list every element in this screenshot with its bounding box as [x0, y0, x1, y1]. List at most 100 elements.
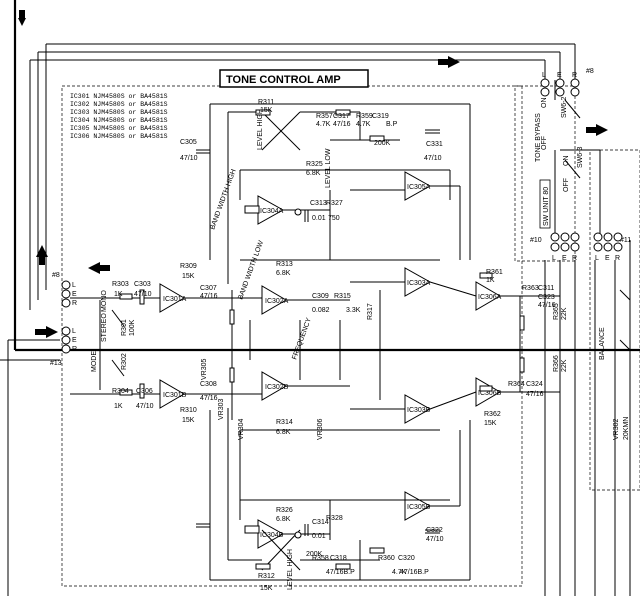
part-label: 15K: [484, 420, 497, 427]
part-label: R326: [276, 507, 293, 514]
arrow-down-icon: [18, 18, 26, 26]
part-label: 47/10: [180, 155, 198, 162]
part-label: 47/10: [426, 536, 444, 543]
part-label: R309: [180, 263, 197, 270]
ic-list-line: IC303 NJM4580S or BA4581S: [70, 109, 168, 116]
terminal-label: R: [615, 255, 620, 262]
part-label: 15K: [182, 417, 195, 424]
part-label: 47/16: [333, 121, 351, 128]
part-label: 6.8K: [276, 516, 291, 523]
part-label: 47/16: [526, 391, 544, 398]
part-label: VR303: [218, 398, 225, 420]
sw-label: SW6-2: [561, 97, 568, 119]
terminal-label: L: [542, 72, 546, 79]
terminal-label: L: [595, 255, 599, 262]
ic-label: IC303A: [407, 280, 431, 287]
part-label: R312: [258, 573, 275, 580]
connector-label: #8: [586, 68, 594, 75]
part-label: C306: [136, 388, 153, 395]
ic-label: IC302B: [265, 384, 289, 391]
part-label: BAND WIDTH HIGH: [209, 168, 237, 230]
ic-list-line: IC304 NJM4580S or BA4581S: [70, 117, 168, 124]
part-label: C331: [426, 141, 443, 148]
part-label: R360: [378, 555, 395, 562]
ic-label: IC306A: [478, 294, 502, 301]
part-label: 100K: [129, 319, 136, 336]
part-label: 6.8K: [276, 270, 291, 277]
mode-switch: MONO STEREO MODE: [91, 290, 125, 390]
tone-bypass-label: TONE BYPASS: [535, 113, 542, 162]
ic-label: IC301B: [163, 392, 187, 399]
connector-label: #11: [620, 237, 631, 244]
terminal-label: E: [605, 255, 610, 262]
mode-label: MODE: [91, 351, 98, 372]
part-label: 1K: [486, 277, 495, 284]
part-label: R359: [356, 113, 373, 120]
title-box: TONE CONTROL AMP: [219, 69, 369, 88]
part-label: LEVEL HIGH: [287, 549, 294, 590]
mono-label: MONO: [101, 290, 108, 312]
part-label: B.P: [386, 121, 398, 128]
part-label: C319: [372, 113, 389, 120]
part-label: 47/16: [538, 302, 556, 309]
part-label: R358: [312, 555, 329, 562]
part-label: 200K: [306, 551, 323, 558]
part-label: 47/16: [200, 395, 218, 402]
ic-label: IC304B: [260, 532, 284, 539]
part-label: C323: [538, 294, 555, 301]
part-label: C313: [310, 200, 327, 207]
circuit-wires: [70, 80, 631, 596]
part-label: R325: [306, 161, 323, 168]
part-label: 750: [328, 215, 340, 222]
terminal-label: E: [557, 72, 562, 79]
part-label: R365: [553, 303, 560, 320]
opamp-ic305b: [404, 491, 432, 521]
part-label: VR305: [201, 358, 208, 380]
part-label: R328: [326, 515, 343, 522]
part-label: 0.01: [312, 533, 326, 540]
switch-unit: #8 L E R SW6-2 SW6-3 ON OFF ON OFF TONE …: [530, 68, 631, 360]
ic-list-line: IC301 NJM4580S or BA4581S: [70, 93, 168, 100]
part-label: 47/10: [136, 403, 154, 410]
part-label: 6.8K: [306, 170, 321, 177]
part-label: 47/10: [134, 291, 152, 298]
part-label: 15K: [260, 107, 273, 114]
ic-label: IC302A: [265, 298, 289, 305]
part-label: 15K: [182, 273, 195, 280]
terminal-label: R: [572, 255, 577, 262]
part-label: R311: [258, 99, 274, 106]
arrow-right-icon: [448, 56, 460, 68]
terminal-label: E: [72, 291, 77, 298]
part-label: C305: [180, 139, 197, 146]
part-label: C320: [398, 555, 415, 562]
terminal-label: E: [562, 255, 567, 262]
part-label: C303: [134, 281, 151, 288]
part-label: FREQUENCY: [291, 317, 313, 361]
part-label: C318: [330, 555, 347, 562]
opamp-ic305a: [404, 171, 432, 201]
arrow-up-icon: [36, 245, 48, 257]
terminal-label: L: [552, 255, 556, 262]
connector-label: #8: [52, 272, 60, 279]
part-label: 1K: [114, 291, 123, 298]
terminal-label: R: [572, 72, 577, 79]
terminal-label: L: [72, 282, 76, 289]
balance-label: BALANCE: [599, 327, 606, 360]
ic-list-line: IC305 NJM4580S or BA4581S: [70, 125, 168, 132]
opamp-ic302a: [261, 285, 287, 315]
part-label: R314: [276, 419, 293, 426]
arrow-right-icon: [596, 124, 608, 136]
opamp-ic302b: [261, 371, 287, 401]
part-label: LEVEL LOW: [325, 148, 332, 188]
terminal-label: E: [72, 337, 77, 344]
ic-label: IC305B: [407, 504, 431, 511]
part-label: C324: [526, 381, 543, 388]
terminal-label: L: [72, 328, 76, 335]
part-label: C317: [333, 113, 350, 120]
components: [119, 109, 525, 570]
part-label: R362: [484, 411, 501, 418]
part-label: 4.7K: [316, 121, 331, 128]
part-label: R304: [112, 388, 129, 395]
